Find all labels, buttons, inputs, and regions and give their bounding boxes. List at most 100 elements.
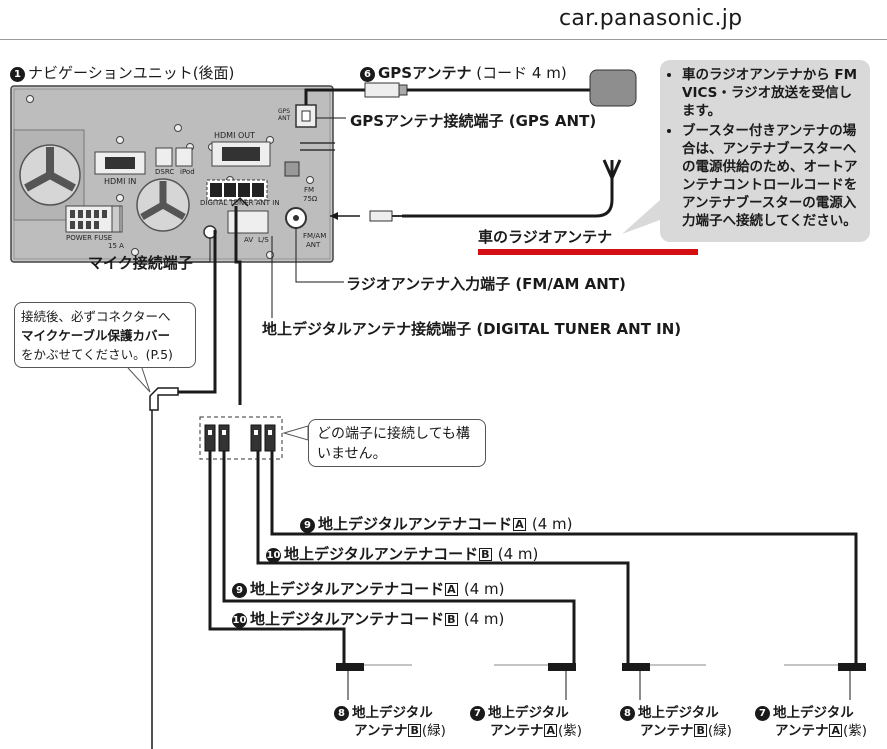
fan-center <box>136 178 190 232</box>
dsrc-port <box>155 147 173 167</box>
cord-name: 地上デジタルアンテナコード <box>250 580 445 598</box>
antenna-box: A <box>544 724 557 737</box>
label-fm-am: FM/AM <box>303 232 327 240</box>
fm-am-pin <box>293 215 299 221</box>
label-ipod: iPod <box>180 168 195 176</box>
site-url: car.panasonic.jp <box>559 6 743 31</box>
label-gps-ant: GPS ANT <box>278 108 291 122</box>
antenna-line2: アンテナ <box>775 723 829 739</box>
cord-name: 地上デジタルアンテナコード <box>318 515 513 533</box>
label-fm-impedance: 75Ω <box>303 195 318 203</box>
radio-note: 車のラジオアンテナから FM VICS・ラジオ放送を受信します。 ブースター付き… <box>660 60 870 242</box>
antenna-line1: 地上デジタル <box>638 705 719 721</box>
label-ant: ANT <box>306 241 321 249</box>
unit-title-text: ナビゲーションユニット(後面) <box>28 64 235 82</box>
antenna-line1: 地上デジタル <box>488 705 569 721</box>
cord-length: (4 m) <box>463 580 505 598</box>
antenna-highlight-bar <box>478 249 698 255</box>
number-badge: 6 <box>360 67 375 82</box>
label-hdmi-in: HDMI IN <box>104 177 137 186</box>
cord-length: (4 m) <box>497 545 539 563</box>
hdmi-in-socket <box>105 157 135 169</box>
cord-name: 地上デジタルアンテナコード <box>284 545 479 563</box>
antenna-color: (緑) <box>707 723 732 739</box>
number-badge: 8 <box>334 706 349 721</box>
av-connector <box>227 210 269 234</box>
navigation-unit-rear <box>10 85 334 263</box>
number-badge: 7 <box>470 706 485 721</box>
radio-note-item: 車のラジオアンテナから FM VICS・ラジオ放送を受信します。 <box>682 66 862 120</box>
mic-note-line3: をかぶせてください。(P.5) <box>21 347 173 362</box>
number-badge: 10 <box>232 613 247 628</box>
number-badge: 7 <box>755 706 770 721</box>
label-hdmi-out: HDMI OUT <box>214 131 256 140</box>
mic-note-line1: 接続後、必ずコネクターへ <box>21 309 171 324</box>
leader-lines <box>186 228 344 318</box>
cord-length: (4 m) <box>531 515 573 533</box>
number-badge: 10 <box>266 548 281 563</box>
cable-clamp <box>284 161 300 177</box>
gps-cord-length: (コード 4 m) <box>476 64 567 82</box>
cord-connectors <box>199 416 283 460</box>
label-dsrc: DSRC <box>155 168 175 176</box>
radio-antenna-label: 車のラジオアンテナ <box>478 228 613 246</box>
cord-box: B <box>479 548 492 561</box>
mic-cover-note: 接続後、必ずコネクターへ マイクケーブル保護カバー をかぶせてください。(P.5… <box>14 302 196 368</box>
cord-box: A <box>513 518 526 531</box>
label-fuse-rating: 15 A <box>108 242 124 250</box>
antenna-box: B <box>694 724 707 737</box>
antenna-color: (紫) <box>842 723 868 739</box>
gps-antenna-name: GPSアンテナ <box>378 64 472 82</box>
radio-port-label: ラジオアンテナ入力端子 (FM/AM ANT) <box>346 275 626 293</box>
digital-tuner-ports <box>206 179 268 201</box>
mic-note-bold: マイクケーブル保護カバー <box>21 328 171 343</box>
any-port-note: どの端子に接続しても構いません。 <box>308 419 486 467</box>
antenna-line1: 地上デジタル <box>773 705 854 721</box>
label-fm: FM <box>304 186 315 194</box>
antenna-cords <box>208 451 858 665</box>
radio-antenna-cable <box>330 159 622 222</box>
antenna-color: (緑) <box>421 723 446 739</box>
antenna-box: A <box>829 724 842 737</box>
cord-length: (4 m) <box>463 610 505 628</box>
number-badge: 9 <box>232 583 247 598</box>
digital-tuner-cable <box>234 206 242 405</box>
fuse <box>111 205 121 233</box>
hdmi-out-socket <box>222 147 260 161</box>
gps-port-label: GPSアンテナ接続端子 (GPS ANT) <box>350 112 597 130</box>
antenna-line2: アンテナ <box>490 723 544 739</box>
label-av: AV <box>244 236 254 244</box>
gps-ant-socket <box>301 110 311 122</box>
number-badge: 9 <box>300 518 315 533</box>
label-digital-tuner: DIGITAL TUNER ANT IN <box>200 199 280 207</box>
header-divider <box>0 39 887 40</box>
antenna-box: B <box>408 724 421 737</box>
label-ls: L/S <box>258 236 269 244</box>
antenna-line2: アンテナ <box>354 723 408 739</box>
number-badge: 8 <box>620 706 635 721</box>
gps-antenna-assembly <box>304 69 637 107</box>
fan-left <box>13 129 85 221</box>
antenna-films <box>336 663 866 671</box>
number-badge: 1 <box>10 67 25 82</box>
cord-box: A <box>445 583 458 596</box>
power-pins <box>70 210 107 229</box>
antenna-line1: 地上デジタル <box>352 705 433 721</box>
cord-box: B <box>445 613 458 626</box>
cord-name: 地上デジタルアンテナコード <box>250 610 445 628</box>
antenna-line2: アンテナ <box>640 723 694 739</box>
label-power-fuse: POWER FUSE <box>66 234 113 242</box>
mic-port-label: マイク接続端子 <box>88 254 193 272</box>
digital-port-label: 地上デジタルアンテナ接続端子 (DIGITAL TUNER ANT IN) <box>262 320 682 338</box>
